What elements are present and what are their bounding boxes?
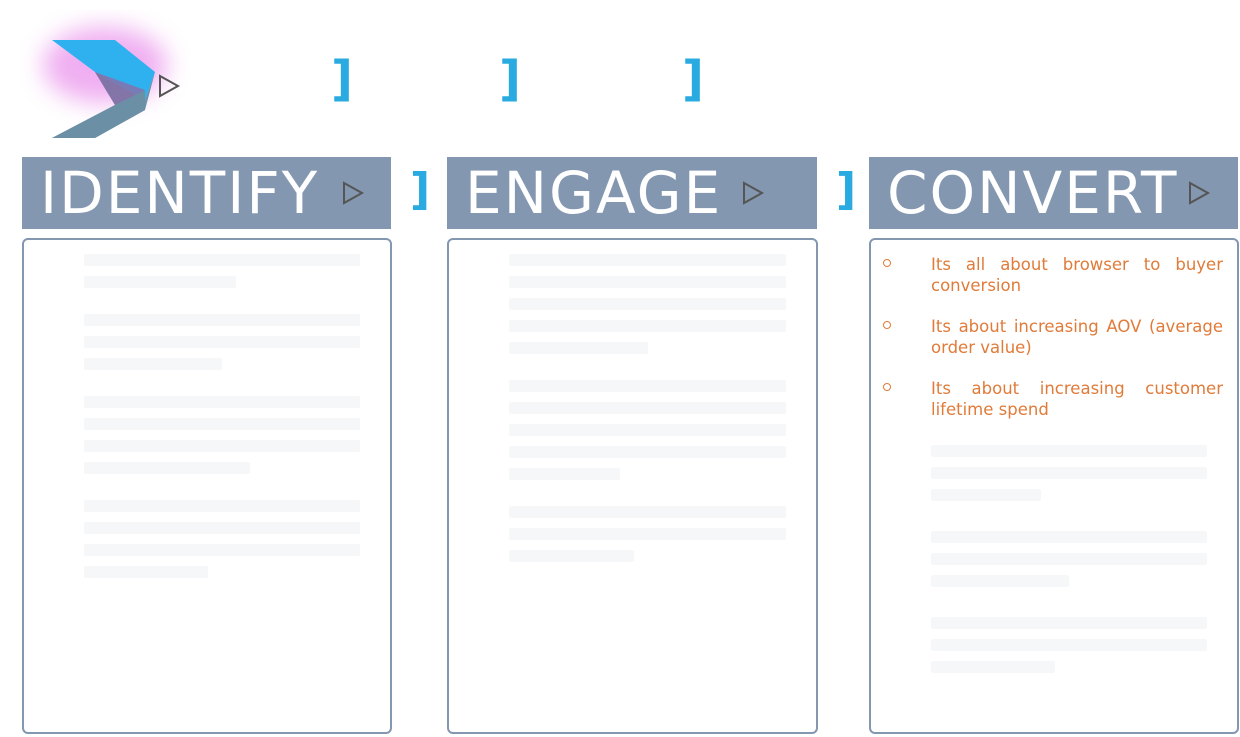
play-triangle-icon [343,181,365,205]
list-item: Its about increasing AOV (average order … [881,316,1223,358]
separator-bracket-1: ] [410,164,431,215]
play-triangle-icon [743,181,765,205]
column-title: CONVERT [887,159,1179,227]
list-item: Its about increasing customer lifetime s… [881,378,1223,420]
list-item: Its all about browser to buyer conversio… [881,254,1223,296]
header-identify: IDENTIFY [22,157,391,229]
play-triangle-icon [1189,181,1211,205]
header-engage: ENGAGE [447,157,817,229]
bullet-list: Its all about browser to buyer conversio… [881,254,1223,440]
column-title: ENGAGE [465,159,723,227]
panel-identify [22,238,392,734]
separator-bracket-2: ] [836,164,857,215]
top-bracket-2: ] [499,51,521,107]
faint-content [509,254,786,572]
header-convert: CONVERT [869,157,1238,229]
column-title: IDENTIFY [40,159,320,227]
faint-top-text [190,18,710,108]
panel-engage [447,238,818,734]
faint-content [931,445,1207,683]
panel-convert: Its all about browser to buyer conversio… [869,238,1239,734]
faint-content [84,254,360,588]
bullet-text: Its about increasing AOV (average order … [931,317,1223,357]
bullet-text: Its about increasing customer lifetime s… [931,379,1223,419]
bullet-circle-icon [883,259,891,267]
top-bracket-1: ] [331,51,353,107]
brand-logo [43,27,181,138]
bullet-circle-icon [883,383,891,391]
top-bracket-3: ] [682,51,704,107]
bullet-text: Its all about browser to buyer conversio… [931,255,1223,295]
bullet-circle-icon [883,321,891,329]
